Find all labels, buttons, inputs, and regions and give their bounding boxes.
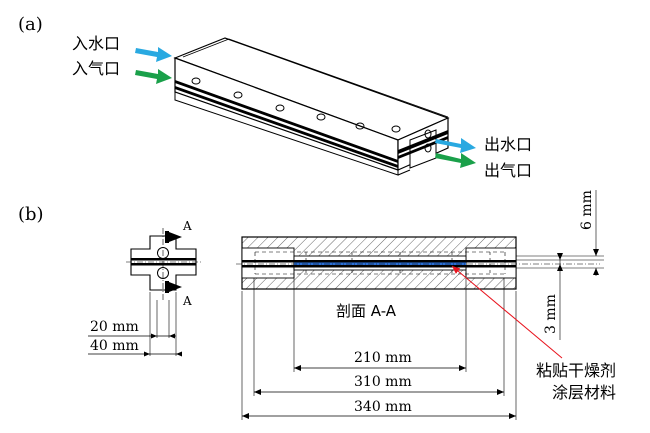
water-inlet-arrow <box>135 47 172 62</box>
section-mark-bottom: A <box>182 294 192 308</box>
panel-b: (b) A A <box>18 190 616 420</box>
water-outlet-arrow <box>435 138 476 153</box>
panel-b-label: (b) <box>18 204 44 225</box>
dimension-20mm: 20 mm <box>90 319 139 335</box>
dimension-6mm: 6 mm <box>579 190 595 230</box>
panel-a: (a) 入水口 入气口 <box>18 14 532 180</box>
dimension-310mm: 310 mm <box>354 374 412 390</box>
air-outlet-label: 出气口 <box>484 161 532 180</box>
callout-line-1: 粘贴干燥剂 <box>536 361 616 380</box>
water-inlet-label: 入水口 <box>72 34 120 53</box>
section-view <box>236 236 600 290</box>
callout-line-2: 涂层材料 <box>552 383 616 402</box>
end-view-dimensions <box>88 292 182 357</box>
dimension-40mm: 40 mm <box>90 338 139 354</box>
water-outlet-label: 出水口 <box>484 135 532 154</box>
dimension-3mm: 3 mm <box>543 294 559 334</box>
dimension-210mm: 210 mm <box>354 350 412 366</box>
section-view-dimensions <box>241 190 604 420</box>
coating-callout-leader <box>451 265 563 359</box>
section-mark-top: A <box>182 219 192 233</box>
dimension-340mm: 340 mm <box>354 399 412 415</box>
air-inlet-arrow <box>135 69 172 84</box>
end-view <box>126 228 202 300</box>
fixture-block-3d <box>173 37 450 176</box>
air-outlet-arrow <box>435 153 476 168</box>
panel-a-label: (a) <box>18 14 43 35</box>
section-title: 剖面 A-A <box>336 302 397 320</box>
air-inlet-label: 入气口 <box>72 59 120 78</box>
